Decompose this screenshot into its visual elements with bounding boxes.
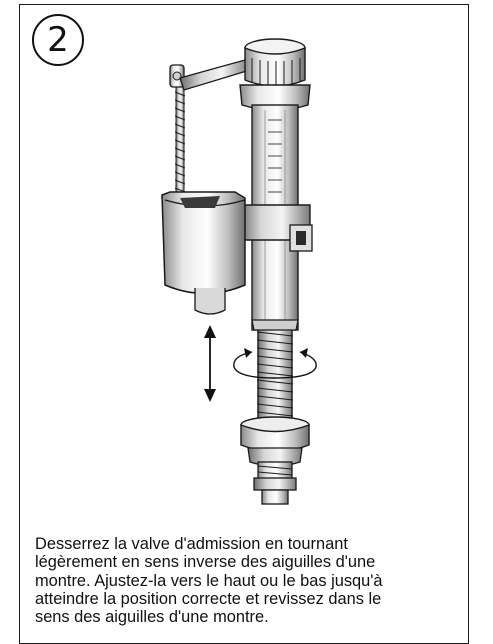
up-down-arrow-icon (204, 325, 216, 402)
step-number-badge: 2 (32, 14, 84, 66)
caption-line: atteindre la position correcte et reviss… (35, 589, 382, 608)
valve-head (239, 38, 311, 111)
caption-line: sens des aiguilles d'une montre. (35, 608, 269, 627)
base-nut (240, 416, 310, 505)
step-number: 2 (47, 20, 69, 60)
instruction-panel (19, 4, 469, 644)
clamp-band (239, 204, 313, 252)
threaded-shank (251, 319, 299, 426)
caption-line: Desserrez la valve d'admission en tourna… (35, 535, 348, 553)
instruction-caption: Desserrez la valve d'admission en tourna… (35, 535, 465, 626)
float-cup (161, 191, 246, 315)
caption-line: légèrement en sens inverse des aiguilles… (35, 553, 376, 572)
adjustment-rod (169, 64, 186, 221)
caption-line: montre. Ajustez-la vers le haut ou le ba… (35, 571, 383, 590)
rotate-arrow-icon (233, 348, 317, 379)
fill-valve-illustration (161, 38, 317, 505)
